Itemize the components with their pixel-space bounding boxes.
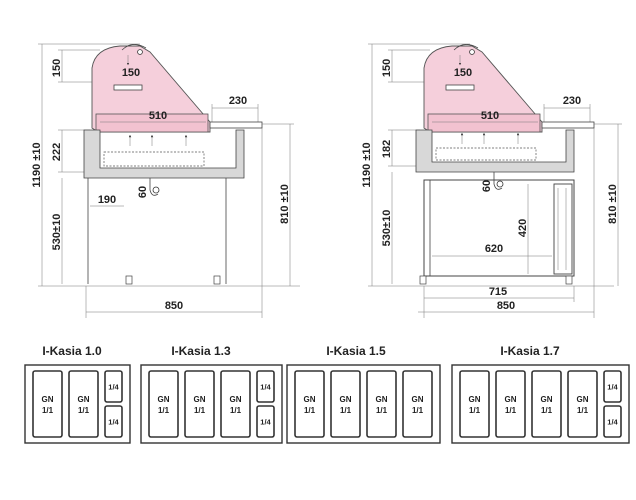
quarter-label: 1/4: [607, 418, 618, 427]
gn-label: GN: [376, 395, 388, 404]
lamp-icon: [137, 49, 143, 55]
quarter-label: 1/4: [260, 383, 271, 392]
gn-size-label: 1/1: [340, 406, 352, 415]
dim-shelf-right: 230: [229, 95, 247, 107]
dim-lamp-width: 150: [122, 67, 140, 79]
gn-pan: [294, 370, 325, 438]
variant-title-1: I-Kasia 1.0: [42, 344, 102, 358]
lamp-arc: [121, 44, 147, 51]
gn-size-label: 1/1: [577, 406, 589, 415]
gn-pan: [402, 370, 433, 438]
quarter-pan: [603, 370, 622, 403]
side-view-right: 1190 ±10 150 182 530±10 150 510 230 60: [361, 43, 622, 318]
gn-label: GN: [42, 395, 54, 404]
gn-pan: [459, 370, 490, 438]
gn-label: GN: [412, 395, 424, 404]
quarter-pan: [603, 405, 622, 438]
dim-counter-height-r: 530±10: [381, 210, 393, 247]
gn-label: GN: [194, 395, 206, 404]
dim-shelf-width: 510: [149, 110, 167, 122]
gn-pan: [32, 370, 63, 438]
dim-shelf-right-r: 230: [563, 95, 581, 107]
glass-shelf: [95, 113, 209, 133]
gn-label: GN: [469, 395, 481, 404]
base-cabinet: [423, 179, 575, 277]
dim-total-height: 1190 ±10: [31, 142, 43, 187]
dim-top-height: 150: [51, 59, 63, 77]
drain-valve: [149, 178, 159, 196]
quarter-pan: [256, 405, 275, 438]
dim-cabinet-height: 420: [517, 219, 529, 237]
tub-pans: [103, 151, 205, 167]
gn-label: GN: [304, 395, 316, 404]
counter-body: [83, 129, 245, 179]
gn-size-label: 1/1: [505, 406, 517, 415]
dim-inner-gap: 190: [98, 194, 116, 206]
gn-pan: [68, 370, 99, 438]
quarter-pan: [104, 370, 123, 403]
dim-total-width-r: 850: [497, 300, 515, 312]
gn-label: GN: [340, 395, 352, 404]
gn-size-label: 1/1: [158, 406, 170, 415]
gn-label: GN: [505, 395, 517, 404]
glass-shelf-r: [427, 113, 541, 133]
dim-counter-height: 530±10: [51, 214, 63, 251]
variant-title-4: I-Kasia 1.7: [500, 344, 560, 358]
variant-title-2: I-Kasia 1.3: [171, 344, 231, 358]
gn-size-label: 1/1: [304, 406, 316, 415]
gn-pan: [366, 370, 397, 438]
dim-lamp-width-r: 150: [454, 67, 472, 79]
dim-total-height-r: 1190 ±10: [361, 142, 373, 187]
dim-shelf-width-r: 510: [481, 110, 499, 122]
gn-size-label: 1/1: [376, 406, 388, 415]
dim-right-height-r: 810 ±10: [607, 184, 619, 224]
gn-size-label: 1/1: [469, 406, 481, 415]
lamp-block: [113, 84, 143, 91]
dim-tub-depth-r: 182: [381, 140, 393, 158]
cabinet-door: [553, 183, 573, 275]
variant-trays: GN1/1GN1/11/41/4GN1/1GN1/1GN1/11/41/4GN1…: [24, 364, 630, 444]
gn-label: GN: [230, 395, 242, 404]
quarter-pan: [256, 370, 275, 403]
gn-pan: [184, 370, 215, 438]
dim-tub-depth: 222: [51, 143, 63, 161]
gn-pan: [148, 370, 179, 438]
gn-size-label: 1/1: [194, 406, 206, 415]
variant-title-3: I-Kasia 1.5: [326, 344, 386, 358]
quarter-pan: [104, 405, 123, 438]
dim-right-height: 810 ±10: [279, 184, 291, 224]
gn-label: GN: [78, 395, 90, 404]
quarter-label: 1/4: [108, 383, 119, 392]
gn-pan: [567, 370, 598, 438]
dim-total-width: 850: [165, 300, 183, 312]
gn-label: GN: [158, 395, 170, 404]
quarter-label: 1/4: [260, 418, 271, 427]
work-top: [209, 121, 263, 129]
side-view-left: 1190 ±10 150 222 530±10 150 510 230: [31, 43, 300, 318]
lamp-icon-r: [469, 49, 475, 55]
gn-pan: [495, 370, 526, 438]
dim-base-width: 715: [489, 286, 507, 298]
quarter-label: 1/4: [108, 418, 119, 427]
dim-cabinet-width: 620: [485, 243, 503, 255]
gn-pan: [531, 370, 562, 438]
dim-drain-r: 60: [481, 180, 493, 192]
quarter-label: 1/4: [607, 383, 618, 392]
gn-label: GN: [577, 395, 589, 404]
dim-drain: 60: [137, 186, 149, 198]
gn-size-label: 1/1: [78, 406, 90, 415]
gn-size-label: 1/1: [541, 406, 553, 415]
gn-pan: [220, 370, 251, 438]
counter-body-r: [415, 129, 575, 173]
dim-top-height-r: 150: [381, 59, 393, 77]
gn-size-label: 1/1: [42, 406, 54, 415]
gn-label: GN: [541, 395, 553, 404]
gn-size-label: 1/1: [412, 406, 424, 415]
gn-size-label: 1/1: [230, 406, 242, 415]
gn-pan: [330, 370, 361, 438]
